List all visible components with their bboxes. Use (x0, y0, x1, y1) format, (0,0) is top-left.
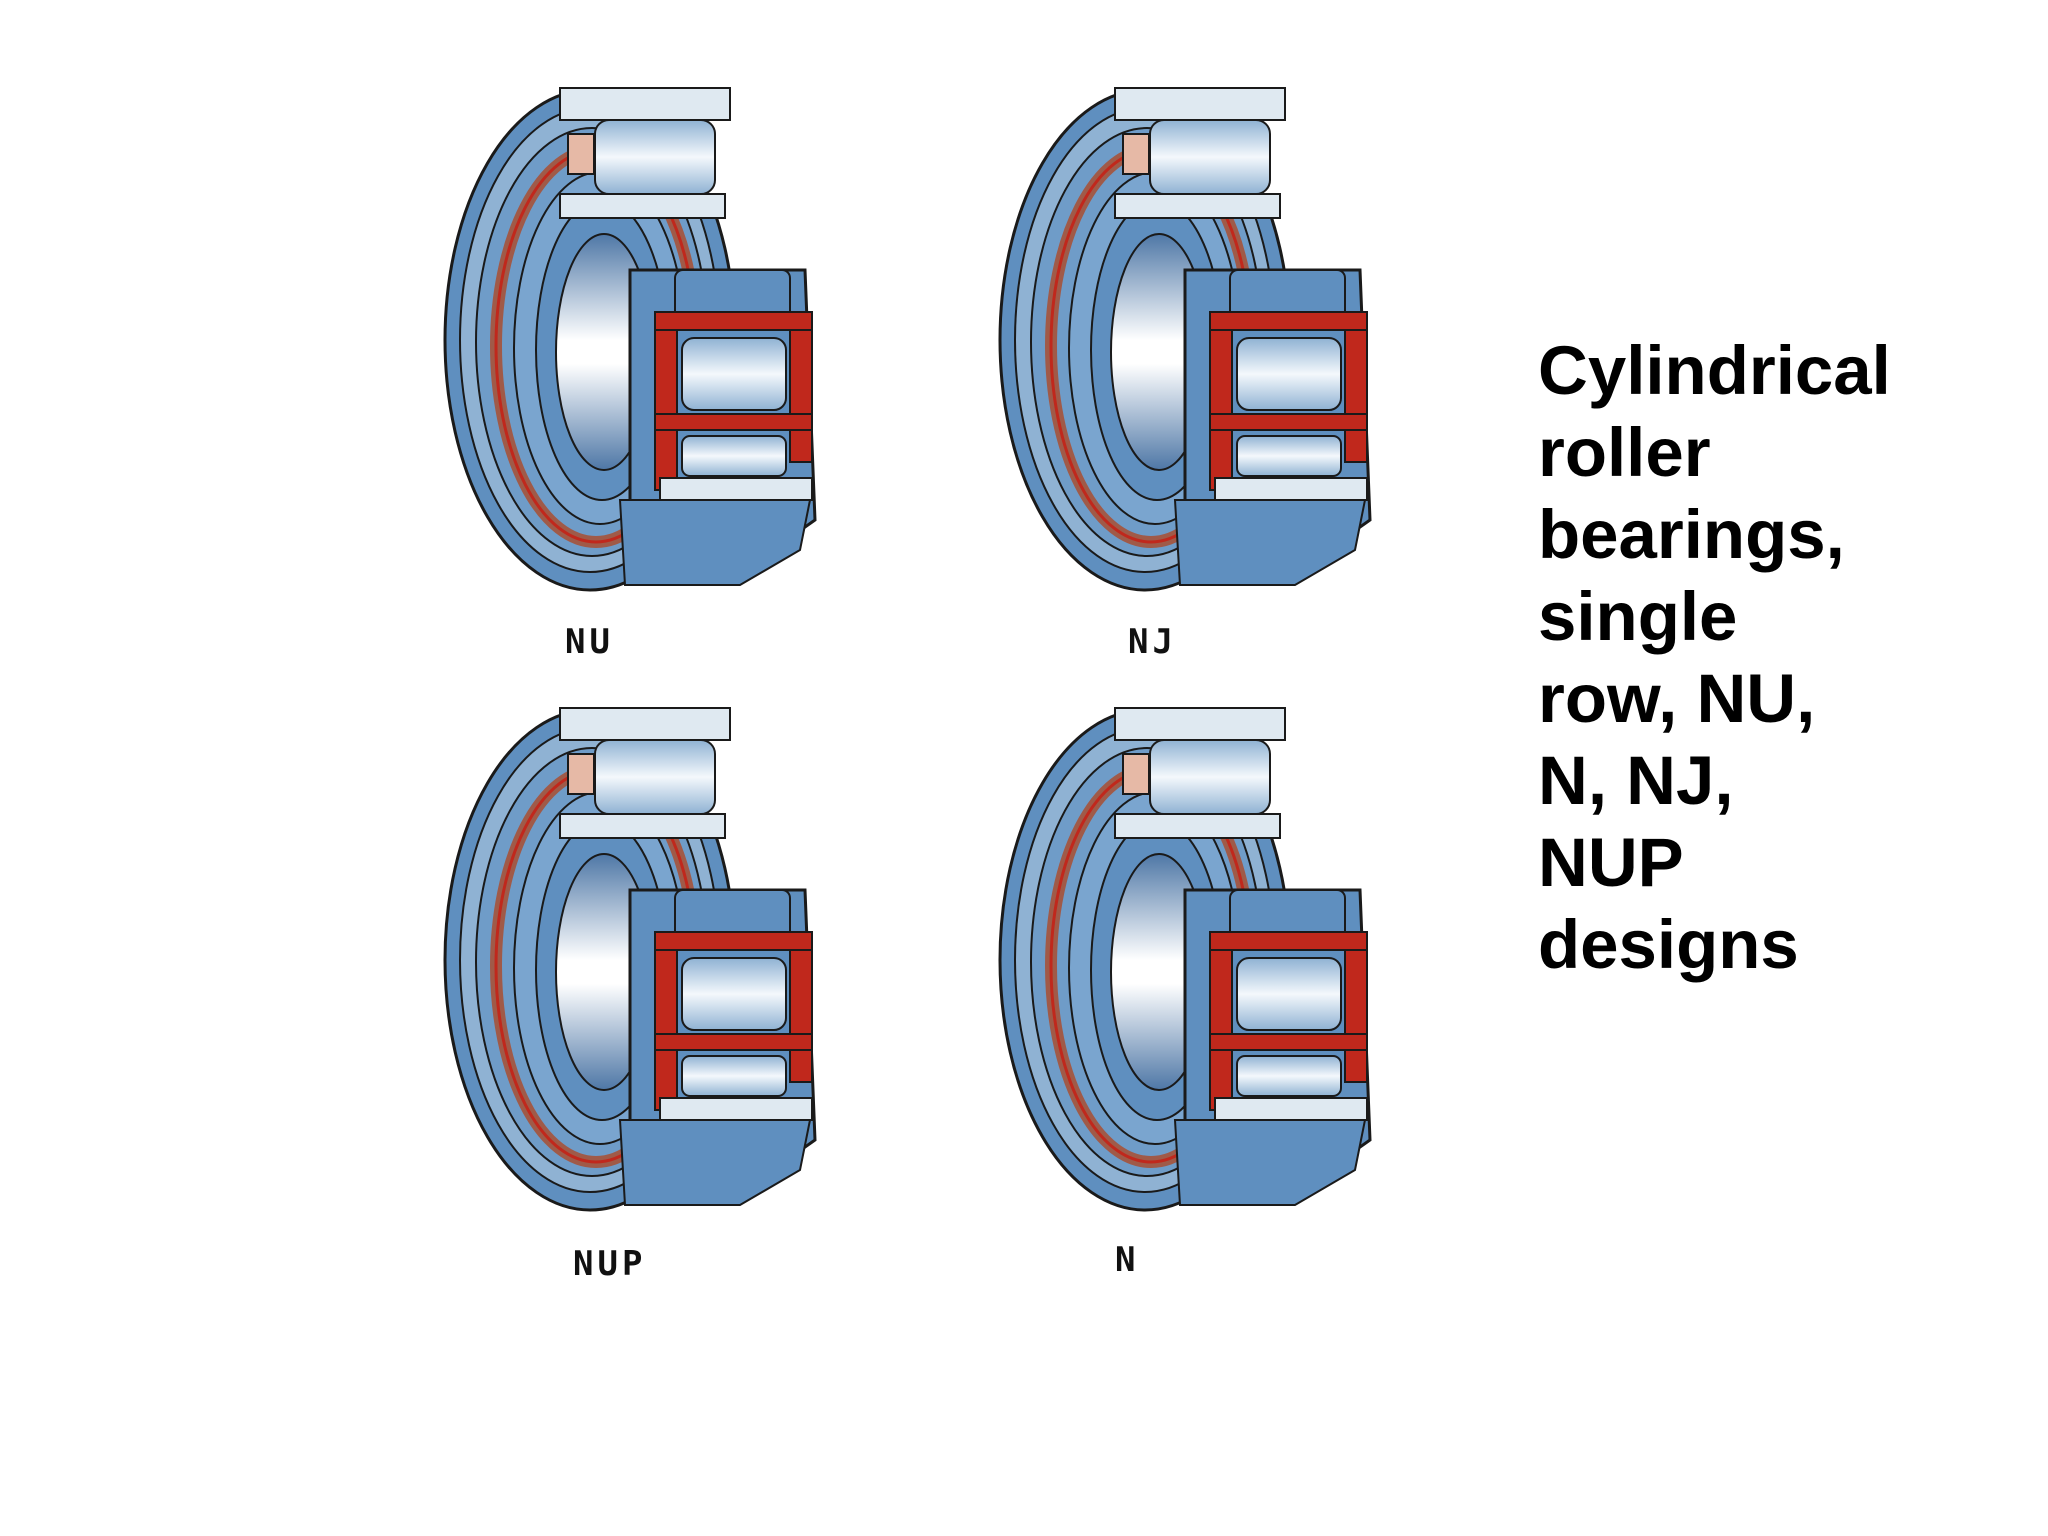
bearing-label-nu: NU (565, 622, 614, 662)
caption-line: row, NU, (1538, 660, 1816, 737)
caption-line: single (1538, 578, 1738, 655)
caption-line: bearings, (1538, 496, 1845, 573)
bearing-n-illustration (995, 700, 1415, 1220)
caption-line: roller (1538, 414, 1711, 491)
bearing-label-n: N (1115, 1240, 1140, 1280)
slide-caption: Cylindrical roller bearings, single row,… (1538, 330, 2018, 986)
bearing-label-nj: NJ (1128, 622, 1177, 662)
bearing-nj-illustration (995, 80, 1415, 600)
bearing-nu-illustration (440, 80, 860, 600)
caption-line: N, NJ, (1538, 742, 1734, 819)
caption-line: NUP (1538, 824, 1684, 901)
caption-line: Cylindrical (1538, 332, 1891, 409)
bearing-label-nup: NUP (573, 1244, 647, 1284)
bearing-nup-illustration (440, 700, 860, 1220)
caption-line: designs (1538, 906, 1799, 983)
